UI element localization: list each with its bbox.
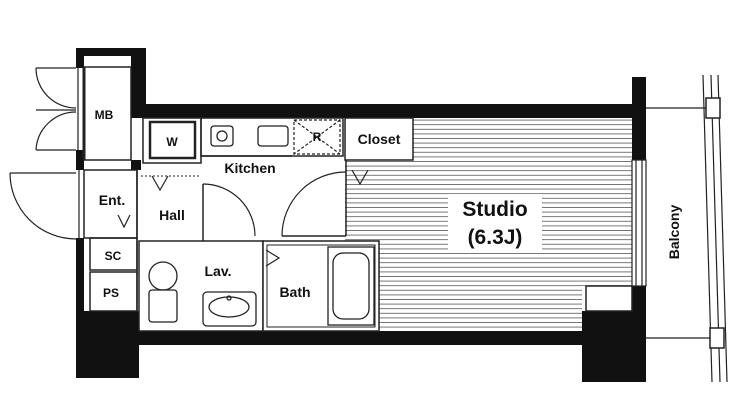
sink-icon bbox=[257, 125, 289, 147]
toilet-icon bbox=[148, 261, 178, 323]
closet-door-marker-icon bbox=[351, 169, 369, 186]
exterior-walls bbox=[76, 48, 646, 382]
bath bbox=[262, 240, 380, 332]
door-swing-icon bbox=[35, 67, 79, 151]
entrance-label: Ent. bbox=[99, 192, 125, 208]
closet-label: Closet bbox=[358, 131, 401, 147]
bath-door-marker-icon bbox=[265, 249, 281, 267]
corner-column bbox=[585, 285, 633, 312]
closet bbox=[344, 117, 414, 161]
kitchen-label: Kitchen bbox=[224, 160, 275, 176]
balcony-label: Balcony bbox=[666, 205, 682, 260]
washbasin-icon bbox=[202, 291, 257, 327]
hall-step-marker-icon bbox=[151, 175, 169, 192]
washer-label: W bbox=[166, 135, 178, 149]
meter-box: MB bbox=[82, 66, 132, 161]
step-marker-icon bbox=[117, 214, 131, 229]
mb-label: MB bbox=[95, 108, 114, 122]
ps-label: PS bbox=[103, 286, 119, 300]
lavatory-label: Lav. bbox=[205, 263, 232, 279]
studio-label-group: Studio (6.3J) bbox=[448, 194, 542, 252]
balcony bbox=[646, 74, 728, 383]
lavatory bbox=[138, 240, 264, 332]
balcony-window bbox=[631, 159, 647, 287]
hall-label: Hall bbox=[159, 207, 185, 223]
kitchen-counter bbox=[142, 117, 344, 164]
entrance-door-icon bbox=[9, 170, 80, 240]
bathtub-icon bbox=[327, 246, 375, 326]
fridge-space bbox=[293, 119, 341, 155]
entrance-zone bbox=[83, 169, 138, 312]
studio-door-swing-icon bbox=[281, 171, 347, 237]
bath-label: Bath bbox=[279, 284, 310, 300]
hall-door-swing-icon bbox=[202, 183, 256, 237]
sc-label: SC bbox=[105, 249, 122, 263]
stove-icon bbox=[210, 125, 234, 147]
fridge-label: R bbox=[313, 130, 322, 144]
studio-label: Studio bbox=[462, 198, 527, 221]
studio-size-label: (6.3J) bbox=[468, 226, 523, 249]
